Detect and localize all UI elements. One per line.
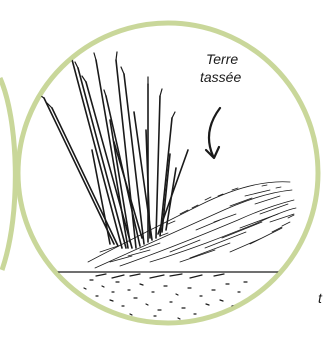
neighbor-circle-edge bbox=[0, 78, 15, 270]
cropped-text-fragment: t bbox=[318, 290, 322, 307]
annotation-line-1: Terre bbox=[206, 51, 238, 68]
annotation-line-2: tassée bbox=[200, 69, 241, 86]
